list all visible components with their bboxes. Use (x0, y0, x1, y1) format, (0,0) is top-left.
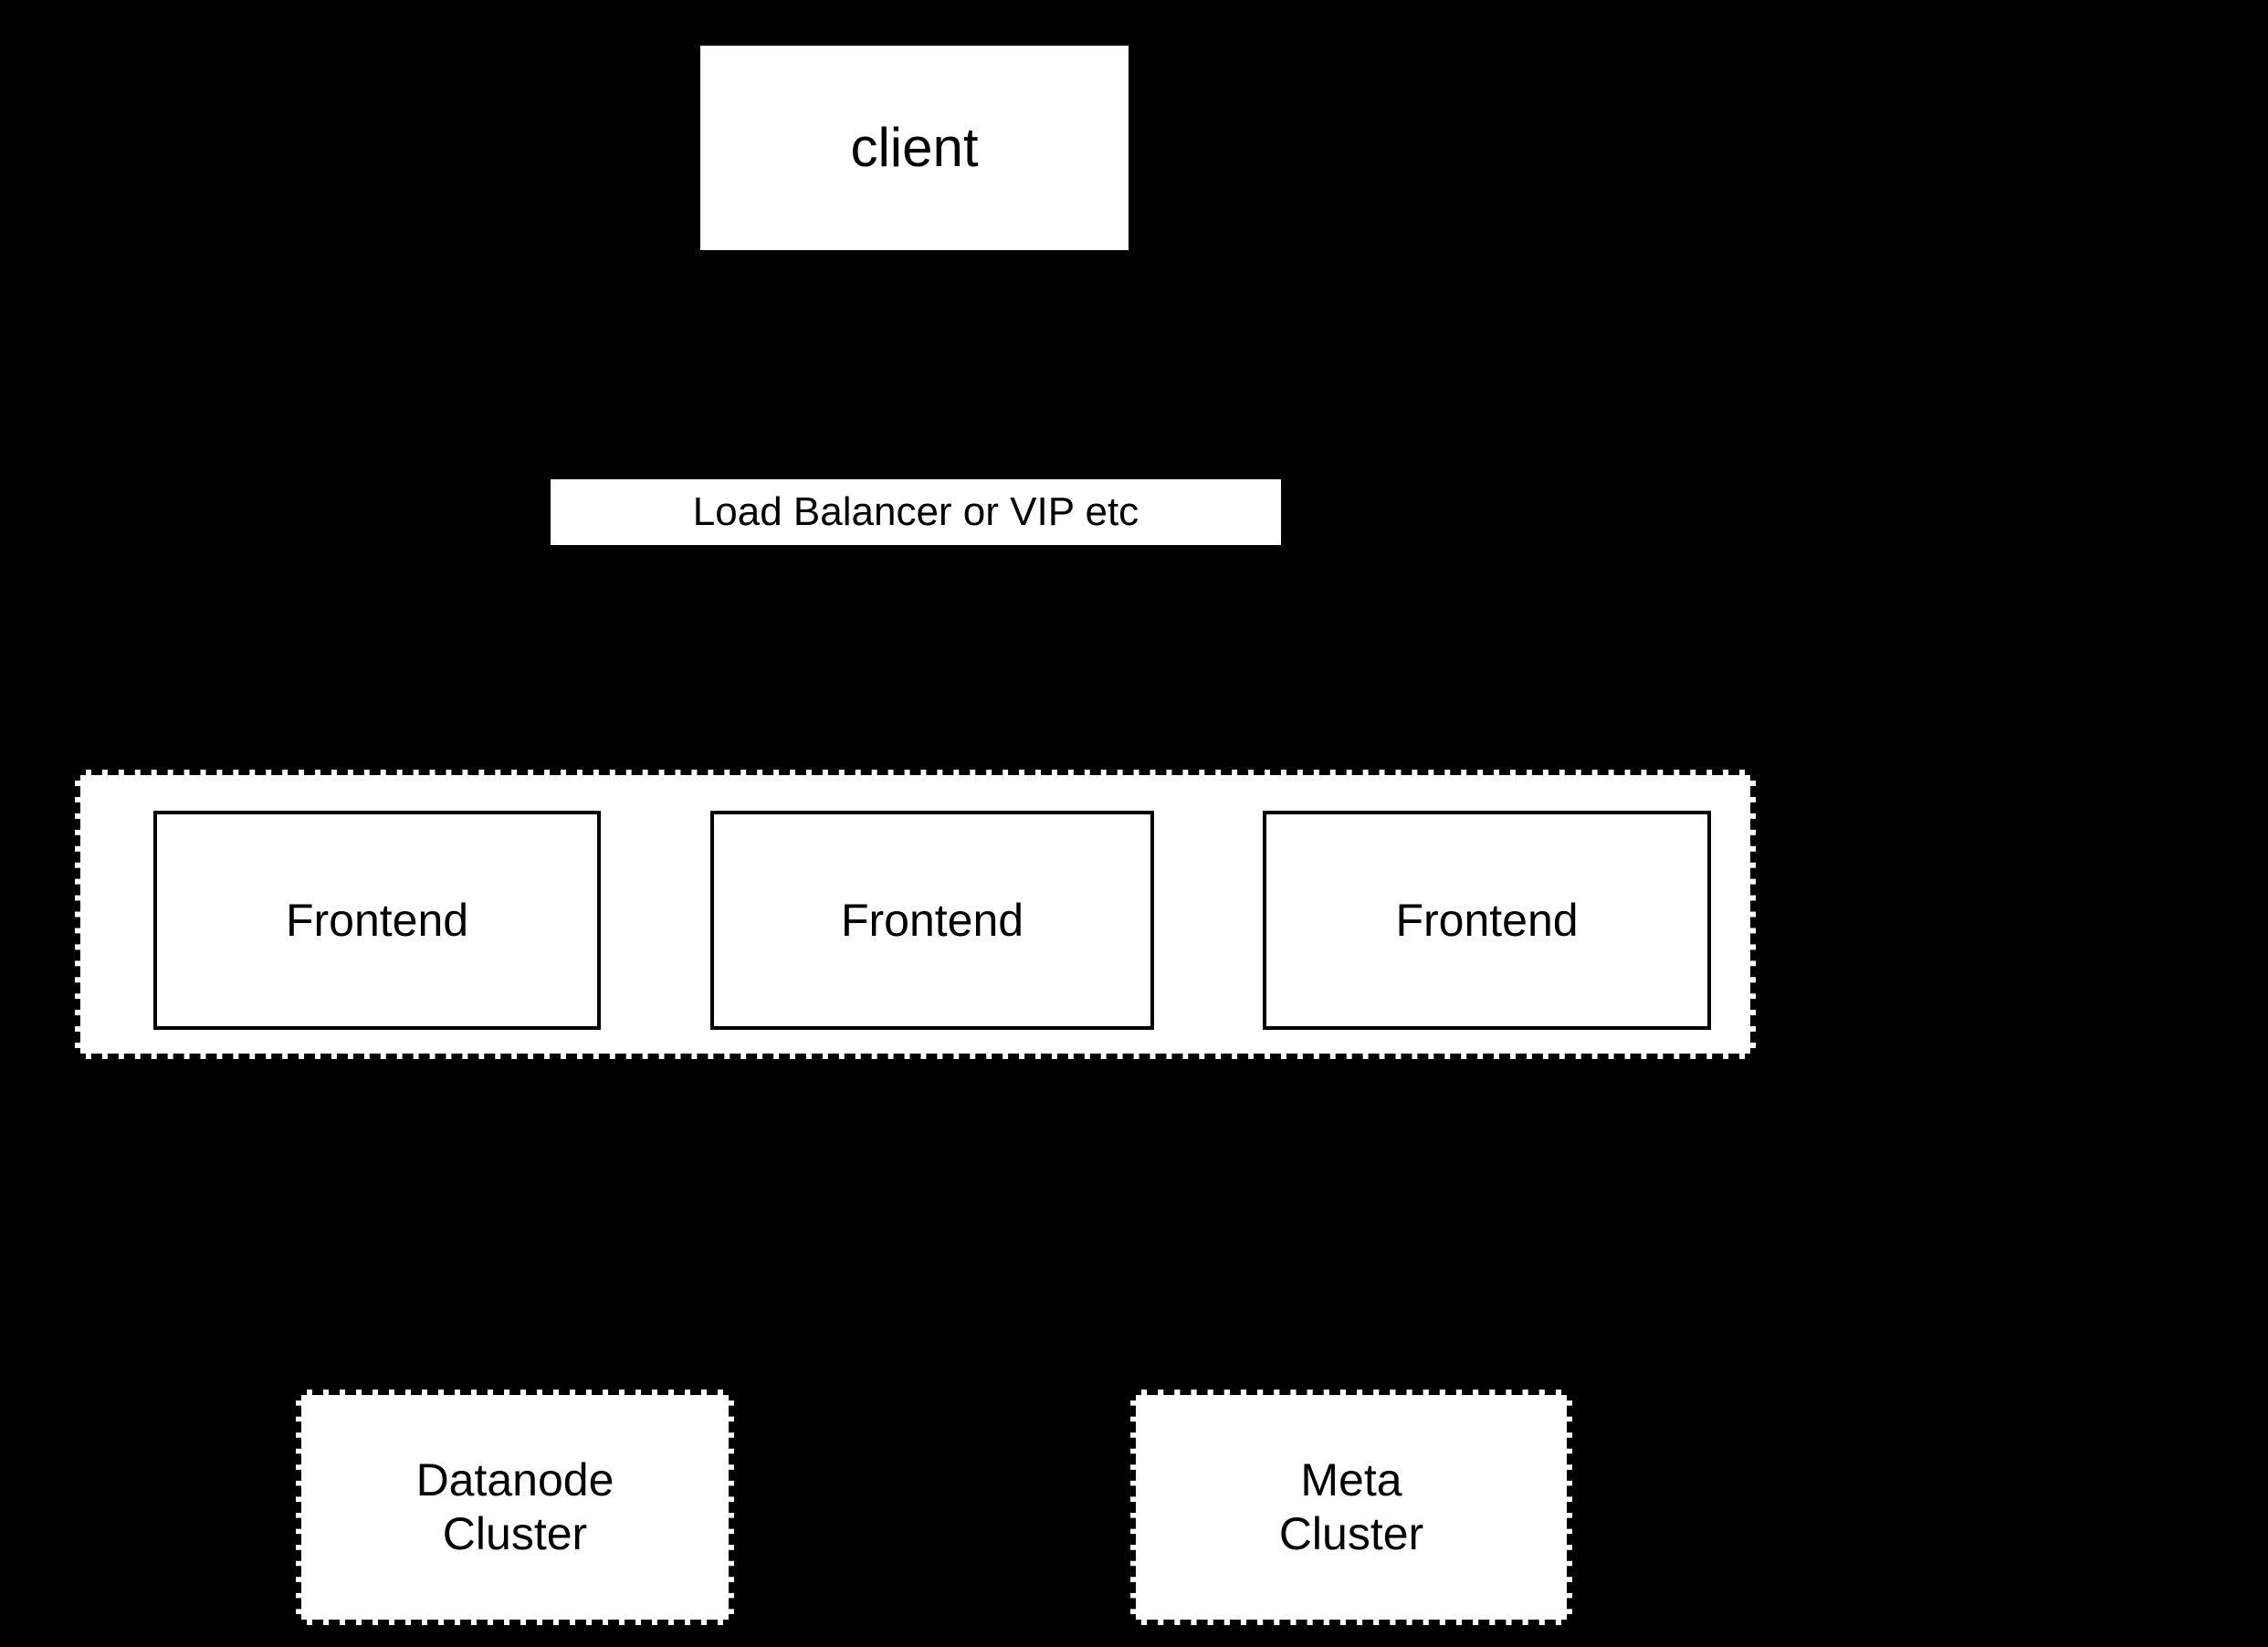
node-frontend-3[interactable]: Frontend (1263, 811, 1711, 1030)
group-datanode-cluster[interactable]: Datanode Cluster (296, 1390, 734, 1625)
group-frontend-cluster[interactable]: Frontend Frontend Frontend (75, 770, 1756, 1059)
group-meta-cluster[interactable]: Meta Cluster (1130, 1390, 1572, 1625)
node-frontend-1[interactable]: Frontend (153, 811, 601, 1030)
node-client[interactable]: client (697, 42, 1132, 254)
node-frontend-3-label: Frontend (1395, 894, 1579, 946)
node-frontend-1-label: Frontend (285, 894, 469, 946)
node-load-balancer-label: Load Balancer or VIP etc (692, 489, 1139, 535)
node-load-balancer[interactable]: Load Balancer or VIP etc (551, 479, 1281, 545)
group-datanode-cluster-label: Datanode Cluster (415, 1454, 614, 1559)
node-frontend-2[interactable]: Frontend (710, 811, 1154, 1030)
node-client-label: client (850, 116, 979, 178)
group-meta-cluster-label: Meta Cluster (1278, 1454, 1424, 1559)
node-frontend-2-label: Frontend (840, 894, 1024, 946)
